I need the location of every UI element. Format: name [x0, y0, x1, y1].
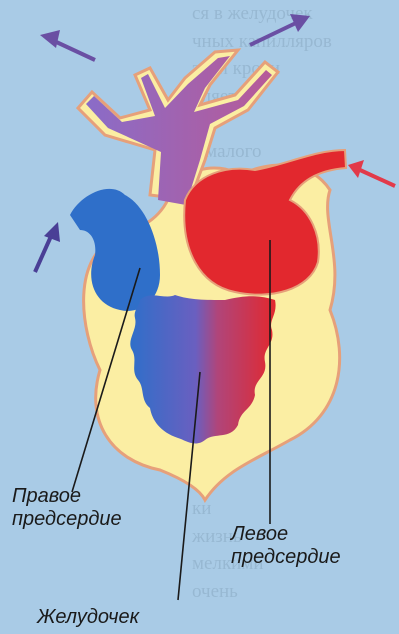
arrow-out-right-icon [250, 14, 310, 45]
label-right-atrium-line1: Правое [12, 485, 182, 508]
arrow-in-left-icon [35, 222, 60, 272]
arrow-in-right-icon [348, 160, 395, 186]
label-left-atrium-line2: предсердие [231, 546, 391, 569]
label-left-atrium-line1: Левое [231, 523, 391, 546]
label-left-atrium: Левое предсердие [231, 523, 391, 569]
label-right-atrium: Правое предсердие [12, 485, 182, 531]
arrow-out-left-icon [40, 30, 95, 60]
label-right-atrium-line2: предсердие [12, 508, 182, 531]
label-ventricle: Желудочек [37, 606, 237, 629]
